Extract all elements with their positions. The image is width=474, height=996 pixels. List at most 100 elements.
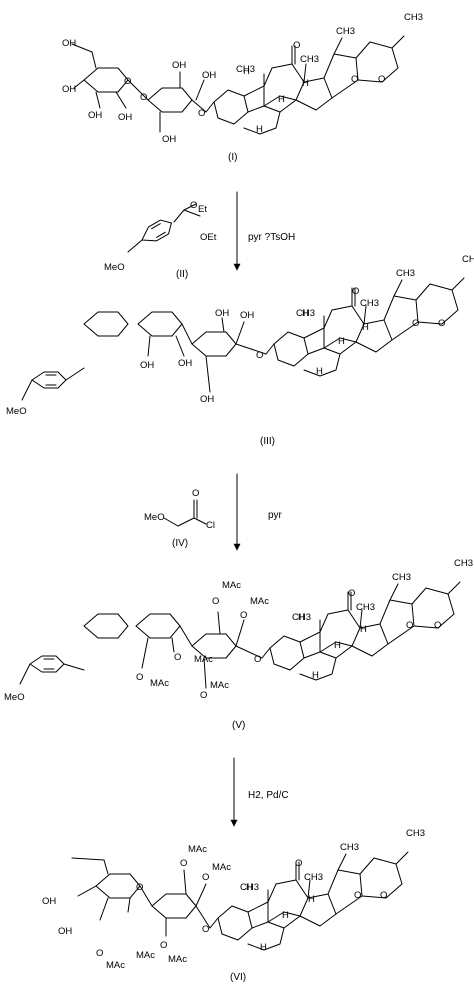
o-label: O bbox=[406, 620, 413, 631]
h-label: H bbox=[334, 640, 341, 651]
oh-label: OH bbox=[58, 926, 72, 937]
o-label: O bbox=[192, 488, 199, 499]
compound-iii: OH OH OH OH OH O O O O H H H H CH3 CH3 C… bbox=[6, 254, 474, 447]
h-label: H bbox=[298, 612, 305, 623]
o-label: O bbox=[202, 924, 209, 935]
o-label: O bbox=[438, 318, 445, 329]
mac-label: MAc bbox=[212, 862, 231, 873]
o-label: O bbox=[293, 40, 300, 51]
oh-label: OH bbox=[172, 60, 186, 71]
o-label: O bbox=[380, 890, 387, 901]
ch3-label: CH3 bbox=[454, 558, 473, 569]
h-label: H bbox=[338, 336, 345, 347]
mac-label: MAc bbox=[168, 954, 187, 965]
oet-label: O bbox=[190, 200, 197, 211]
h-label: H bbox=[312, 670, 319, 681]
reagent-step2: pyr bbox=[268, 510, 283, 521]
h-label: H bbox=[302, 78, 309, 89]
o-label: O bbox=[198, 108, 205, 119]
mac-label: MAc bbox=[194, 654, 213, 665]
oh-label: OH bbox=[118, 112, 132, 123]
compound-label: (I) bbox=[228, 152, 237, 163]
omac-label: O bbox=[160, 940, 167, 951]
h-label: H bbox=[243, 66, 250, 77]
compound-ii: O Et OEt MeO (II) bbox=[104, 200, 217, 280]
ch3-label: CH3 bbox=[336, 26, 355, 37]
o-label: O bbox=[412, 318, 419, 329]
mac-label: MAc bbox=[222, 580, 241, 591]
et-label: Et bbox=[198, 204, 207, 215]
meo-label: MeO bbox=[104, 262, 125, 273]
ch3-label: CH3 bbox=[340, 842, 359, 853]
oh-label: OH bbox=[200, 394, 214, 405]
ch3-label: CH3 bbox=[300, 54, 319, 65]
ch3-label: CH3 bbox=[404, 12, 423, 23]
h-label: H bbox=[316, 366, 323, 377]
h-label: H bbox=[256, 124, 263, 135]
omac-label: O bbox=[136, 672, 143, 683]
compound-v: O MAc O MAc O MAc O MAc O MAc O O O O H … bbox=[4, 558, 473, 731]
h-label: H bbox=[278, 94, 285, 105]
o-label: O bbox=[351, 74, 358, 85]
compound-label: (IV) bbox=[172, 538, 188, 549]
meo-label: MeO bbox=[6, 406, 27, 417]
ch3-label: CH3 bbox=[240, 882, 259, 893]
oet-label: OEt bbox=[200, 232, 217, 243]
h-label: H bbox=[302, 308, 309, 319]
o-label: O bbox=[354, 890, 361, 901]
compound-i: OH OH OH OH OH OH OH O O O O O O H H H H… bbox=[62, 12, 423, 163]
omac-label: O bbox=[180, 858, 187, 869]
omac-label: O bbox=[200, 690, 207, 701]
oh-label: OH bbox=[215, 308, 229, 319]
mac-label: MAc bbox=[188, 844, 207, 855]
oh-label: OH bbox=[162, 134, 176, 145]
o-label: O bbox=[352, 286, 359, 297]
h-label: H bbox=[282, 910, 289, 921]
oh-label: OH bbox=[240, 310, 254, 321]
o-label: O bbox=[295, 858, 302, 869]
oh-label: OH bbox=[178, 358, 192, 369]
o-label: O bbox=[378, 74, 385, 85]
o-label: O bbox=[434, 620, 441, 631]
h-label: H bbox=[260, 942, 267, 953]
reagent-step3: H2, Pd/C bbox=[248, 790, 289, 801]
ch3-label: CH3 bbox=[360, 298, 379, 309]
compound-label: (III) bbox=[260, 436, 275, 447]
compound-iv: O MeO Cl (IV) bbox=[144, 488, 215, 549]
h-label: H bbox=[360, 624, 367, 635]
o-label: O bbox=[254, 654, 261, 665]
omac-label: O bbox=[240, 610, 247, 621]
meo-label: MeO bbox=[144, 512, 165, 523]
mac-label: MAc bbox=[210, 680, 229, 691]
meo-label: MeO bbox=[4, 692, 25, 703]
oh-label: OH bbox=[62, 84, 76, 95]
oh-label: OH bbox=[202, 70, 216, 81]
compound-label: (VI) bbox=[230, 972, 246, 983]
oh-label: OH bbox=[140, 360, 154, 371]
reagent-step1: pyr ?TsOH bbox=[248, 232, 295, 243]
o-label: O bbox=[256, 350, 263, 361]
ch3-label: CH3 bbox=[292, 612, 311, 623]
ch3-label: CH3 bbox=[236, 64, 255, 75]
compound-vi: OH OH O MAc MAc O MAc O MAc O MAc O O O … bbox=[42, 828, 425, 983]
h-label: H bbox=[308, 894, 315, 905]
oh-label: OH bbox=[88, 110, 102, 121]
o-label: O bbox=[124, 76, 131, 87]
omac-label: O bbox=[96, 948, 103, 959]
oh-label: OH bbox=[42, 896, 56, 907]
mac-label: MAc bbox=[136, 950, 155, 961]
oh-label: OH bbox=[62, 38, 76, 49]
compound-label: (V) bbox=[232, 720, 245, 731]
cl-label: Cl bbox=[206, 520, 215, 531]
compound-label: (II) bbox=[176, 269, 188, 280]
omac-label: O bbox=[202, 872, 209, 883]
ch3-label: CH3 bbox=[406, 828, 425, 839]
ch3-label: CH3 bbox=[296, 308, 315, 319]
mac-label: MAc bbox=[150, 678, 169, 689]
ch3-label: CH3 bbox=[396, 268, 415, 279]
o-label: O bbox=[136, 882, 143, 893]
o-label: O bbox=[140, 92, 147, 103]
mac-label: MAc bbox=[250, 596, 269, 607]
omac-label: O bbox=[174, 652, 181, 663]
